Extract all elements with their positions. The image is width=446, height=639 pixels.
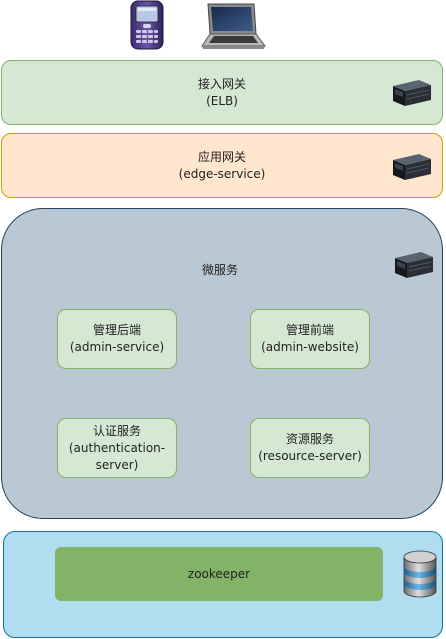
server-icon bbox=[393, 80, 431, 106]
service-title: 资源服务 bbox=[285, 432, 334, 446]
admin-service-node: 管理后端 (admin-service) bbox=[57, 309, 177, 369]
server-icon bbox=[393, 154, 431, 180]
admin-website-node: 管理前端 (admin-website) bbox=[250, 309, 370, 369]
mobile-phone-icon bbox=[130, 0, 164, 50]
elb-gateway-layer: 接入网关 (ELB) bbox=[1, 60, 443, 125]
elb-title: 接入网关 bbox=[197, 76, 246, 91]
service-title: 认证服务 bbox=[92, 423, 141, 438]
edge-title: 应用网关 bbox=[197, 149, 246, 164]
service-subtitle-line2: server) bbox=[95, 457, 139, 472]
service-subtitle-line1: (authentication- bbox=[68, 440, 166, 455]
zookeeper-label: zookeeper bbox=[187, 566, 251, 581]
service-title: 管理后端 bbox=[92, 323, 141, 337]
resource-server-node: 资源服务 (resource-server) bbox=[250, 418, 370, 478]
authentication-server-node: 认证服务 (authentication- server) bbox=[57, 418, 177, 478]
service-subtitle: (resource-server) bbox=[258, 449, 362, 463]
server-icon bbox=[395, 252, 433, 278]
database-icon bbox=[403, 550, 437, 598]
service-subtitle: (admin-service) bbox=[69, 340, 165, 354]
service-subtitle: (admin-website) bbox=[261, 340, 359, 354]
edge-subtitle: (edge-service) bbox=[178, 166, 266, 181]
elb-subtitle: (ELB) bbox=[206, 93, 238, 108]
edge-service-layer: 应用网关 (edge-service) bbox=[1, 133, 443, 198]
laptop-icon bbox=[201, 3, 266, 49]
service-title: 管理前端 bbox=[285, 323, 334, 337]
zookeeper-node: zookeeper bbox=[55, 547, 383, 601]
microservice-title: 微服务 bbox=[201, 263, 238, 277]
